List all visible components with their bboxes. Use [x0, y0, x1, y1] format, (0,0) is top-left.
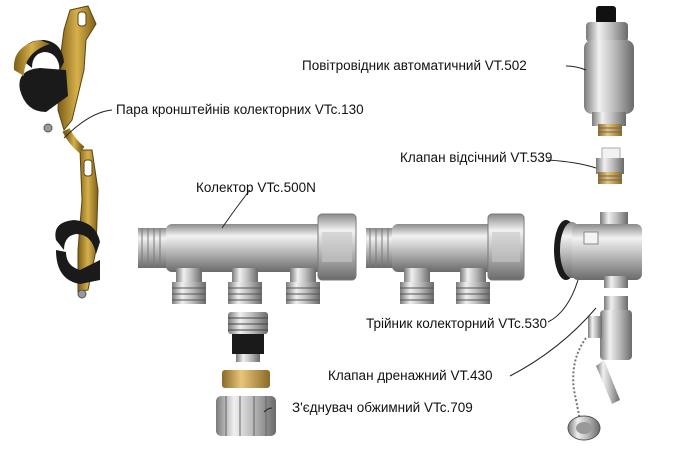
collector-tee: [554, 212, 642, 288]
drain-valve-label: Клапан дренажний VT.430: [328, 368, 493, 383]
automatic-air-vent: [584, 6, 634, 136]
air-vent-label: Повітровідник автоматичний VT.502: [302, 58, 527, 73]
collector-label: Колектор VTc.500N: [196, 180, 316, 195]
compression-fitting-label: З'єднувач обжимний VTc.709: [292, 400, 473, 415]
brackets-label: Пара кронштейнів колекторних VTc.130: [116, 102, 364, 117]
shutoff-valve-label: Клапан відсічний VT.539: [400, 150, 553, 165]
tee-label: Трійник колекторний VTc.530: [366, 316, 548, 331]
collector-brackets: [13, 5, 100, 299]
collector-second: [366, 213, 525, 304]
leader-lines: [63, 65, 597, 413]
shutoff-valve: [596, 147, 624, 184]
collector-main: [138, 213, 357, 304]
compression-fitting-parts: [216, 312, 276, 436]
drain-valve: [567, 296, 632, 441]
